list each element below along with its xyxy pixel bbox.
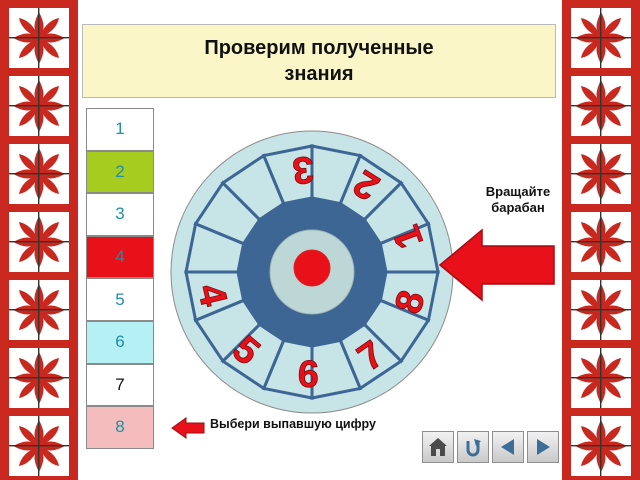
ornament-tile — [571, 280, 631, 340]
spin-label: Вращайте барабан — [485, 184, 551, 215]
ornament-tile — [9, 76, 69, 136]
answer-button-8[interactable]: 8 — [86, 406, 154, 449]
ornament-tile — [571, 8, 631, 68]
ornament-tile — [9, 8, 69, 68]
prev-arrow-icon — [501, 439, 514, 455]
next-button[interactable] — [527, 431, 559, 463]
ornament-tile — [571, 212, 631, 272]
title-box: Проверим полученные знания — [82, 24, 556, 98]
wheel-segments — [184, 144, 440, 400]
page-title: Проверим полученные знания — [204, 37, 434, 85]
answer-button-5[interactable]: 5 — [86, 278, 154, 321]
left-ornament-border — [0, 0, 78, 480]
answer-button-6[interactable]: 6 — [86, 320, 154, 364]
ornament-tile — [9, 212, 69, 272]
previous-button[interactable] — [492, 431, 524, 463]
ornament-tile — [571, 348, 631, 408]
ornament-tile — [571, 416, 631, 476]
return-button[interactable] — [457, 431, 489, 463]
ornament-tile — [9, 144, 69, 204]
home-icon — [429, 438, 447, 456]
answer-button-4[interactable]: 4 — [86, 235, 154, 279]
ornament-tile — [571, 144, 631, 204]
ornament-tile — [9, 280, 69, 340]
ornament-tile — [571, 76, 631, 136]
ornament-tile — [9, 348, 69, 408]
wheel-number-6: 6 — [297, 354, 320, 397]
hint-text: Выбери выпавшую цифру — [210, 417, 376, 431]
return-icon — [466, 439, 481, 457]
navigation-bar — [422, 431, 559, 463]
wheel-center-button[interactable] — [293, 249, 331, 287]
answer-buttons: 1 2 3 4 5 6 7 8 — [86, 108, 154, 449]
answer-button-1[interactable]: 1 — [86, 108, 154, 151]
home-button[interactable] — [422, 431, 454, 463]
answer-button-7[interactable]: 7 — [86, 363, 154, 407]
wheel-number-3: 3 — [291, 148, 316, 192]
answer-button-3[interactable]: 3 — [86, 193, 154, 236]
spin-arrow-icon[interactable] — [438, 228, 556, 302]
ornament-tile — [9, 416, 69, 476]
answer-button-2[interactable]: 2 — [86, 150, 154, 194]
hint-arrow-icon — [171, 417, 205, 439]
next-arrow-icon — [537, 439, 550, 455]
right-ornament-border: 30 — [562, 0, 640, 480]
